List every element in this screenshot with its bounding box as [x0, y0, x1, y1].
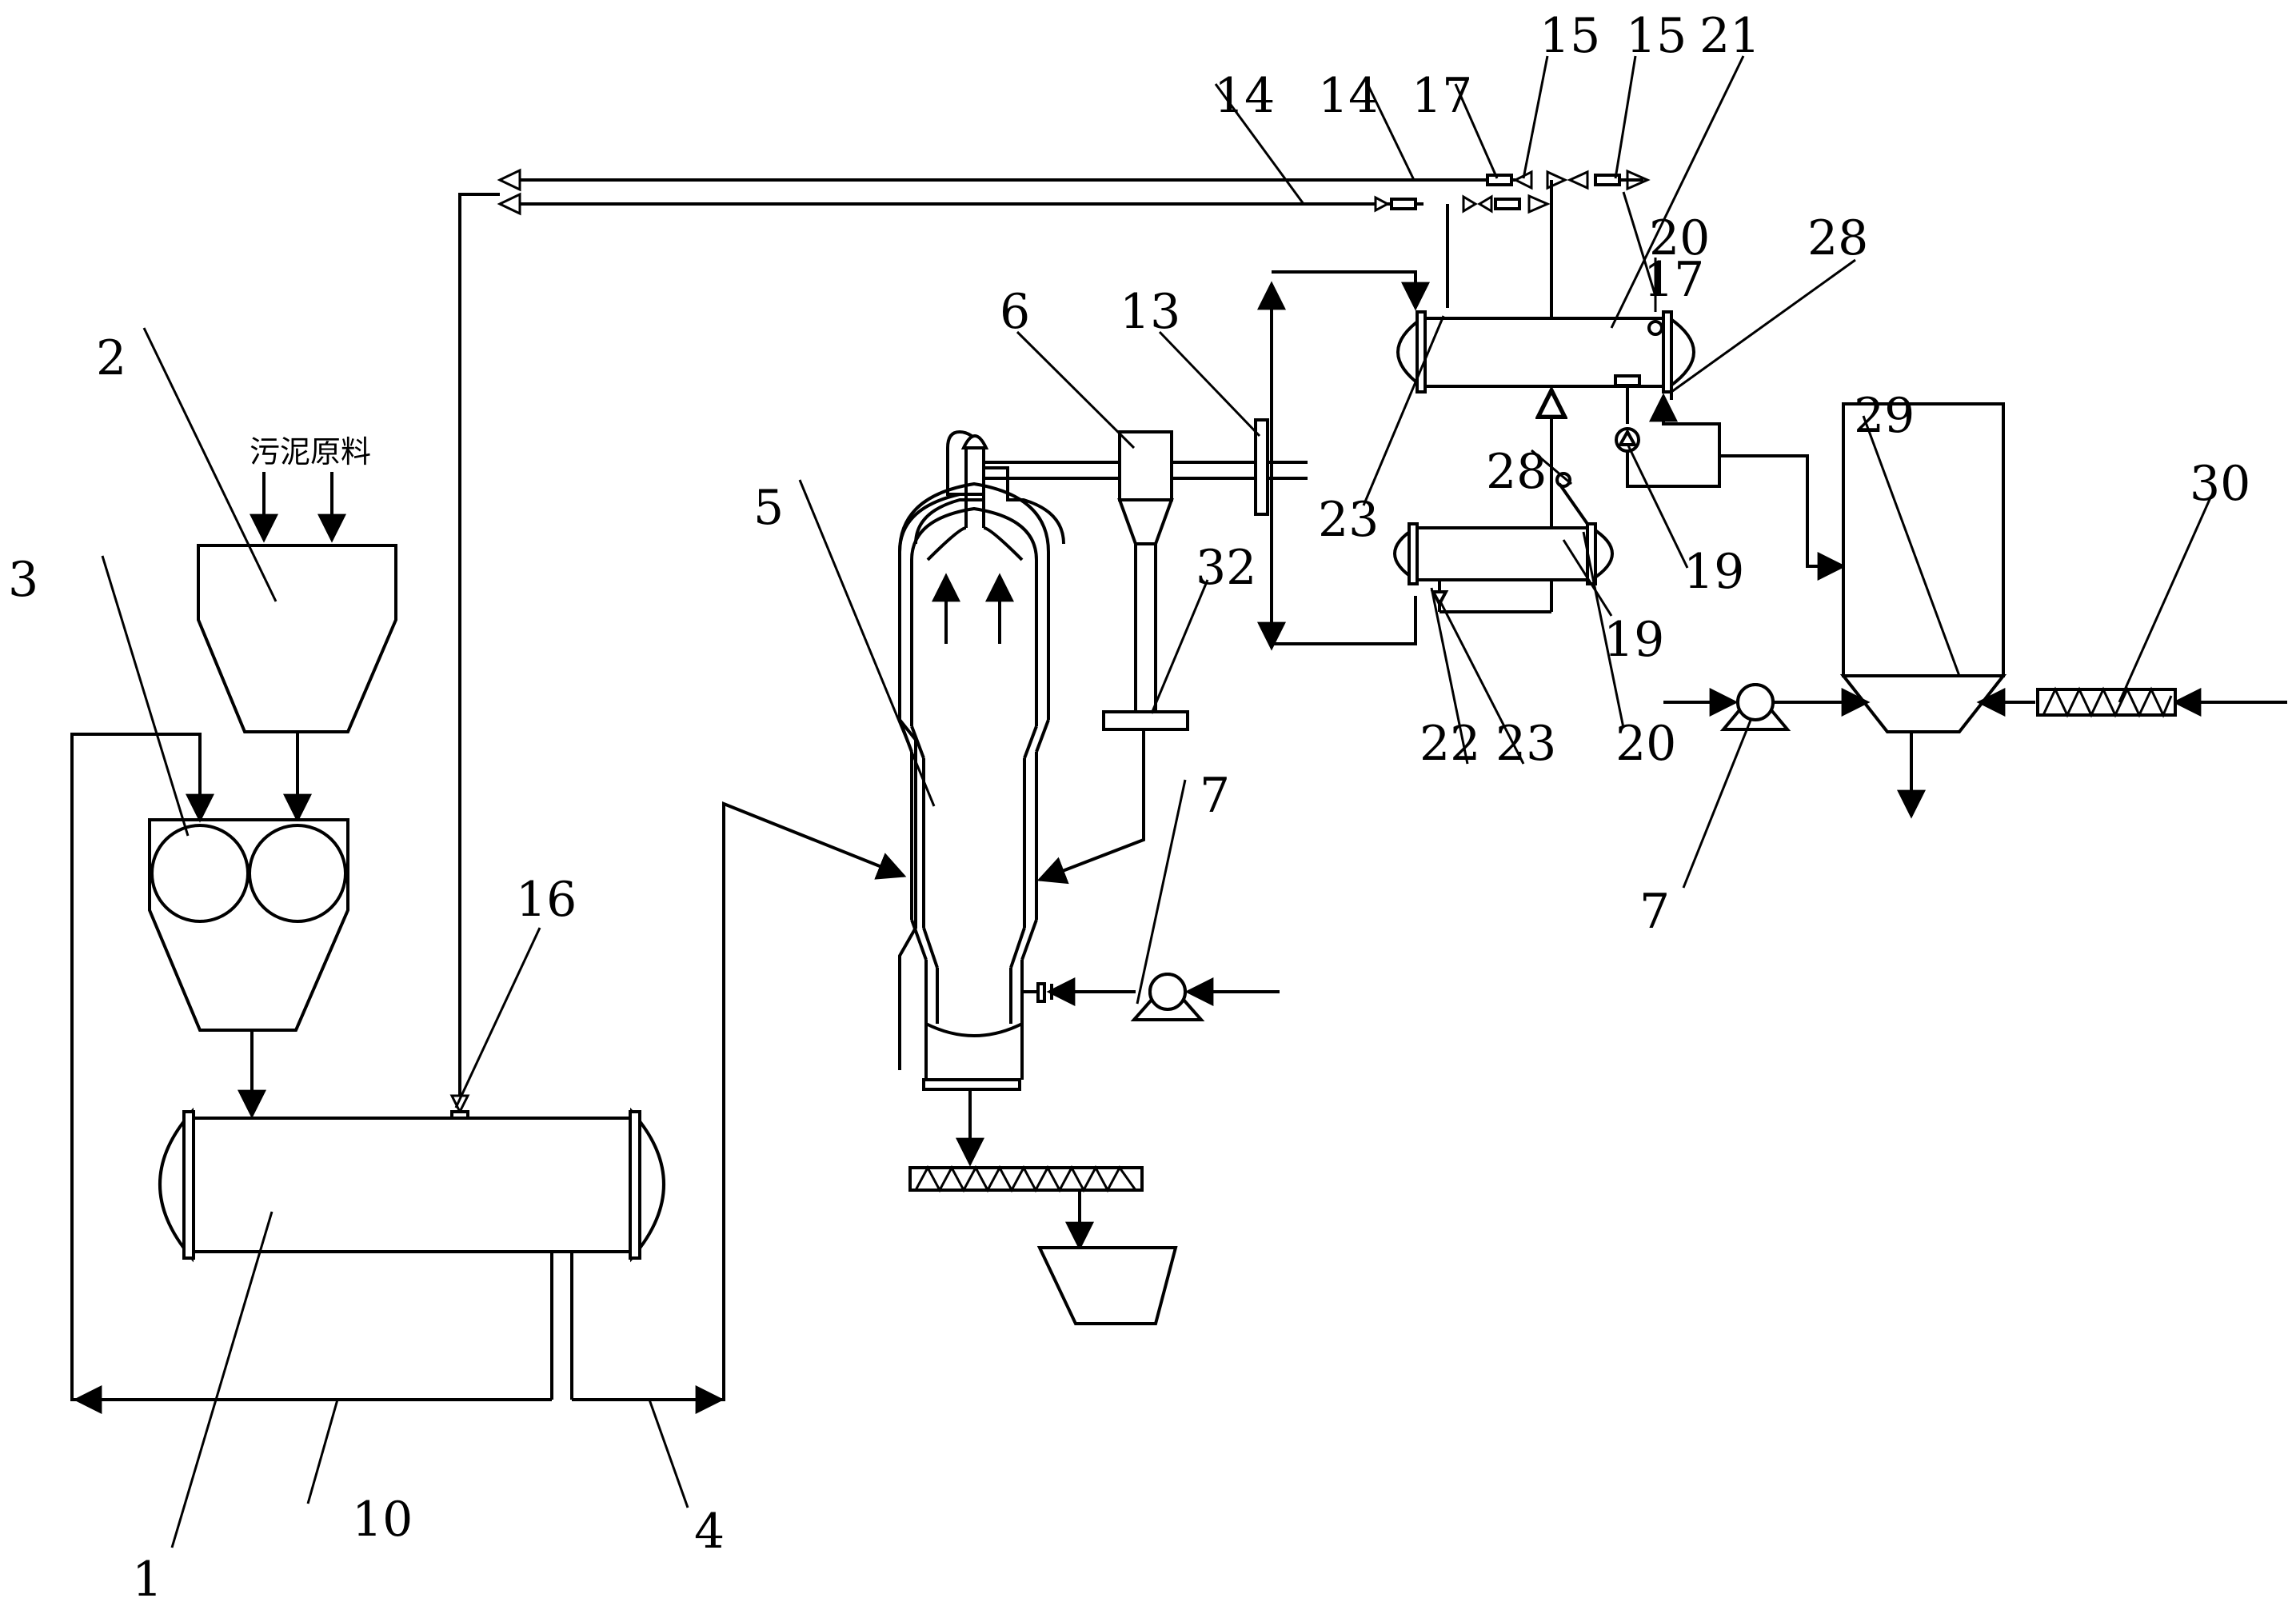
condensing-line-13 [1257, 270, 1430, 651]
pump-7-left [1130, 973, 1280, 1021]
feed-caption: 污泥原料 [250, 434, 371, 469]
label-28a: 28 [1807, 210, 1868, 266]
label-13: 13 [1120, 284, 1180, 340]
label-5: 5 [753, 480, 784, 536]
roller-mixer-3 [148, 818, 349, 1119]
label-29: 29 [1854, 388, 1915, 444]
reference-numbers: 1 2 3 4 5 6 7 7 10 13 14 14 15 15 16 17 … [8, 8, 2250, 1606]
feed-hopper-2 [197, 472, 397, 823]
label-14b: 14 [1318, 68, 1379, 124]
label-19a: 19 [1683, 544, 1744, 600]
tower-29 [1663, 402, 2287, 819]
label-1: 1 [132, 1552, 162, 1606]
label-23b: 23 [1495, 716, 1556, 772]
label-17a: 17 [1412, 68, 1472, 124]
label-7b: 7 [1639, 884, 1670, 940]
label-6: 6 [1000, 284, 1030, 340]
label-3: 3 [8, 552, 38, 608]
pump-7-right [1719, 683, 1791, 731]
line-4 [572, 801, 907, 1401]
label-10: 10 [352, 1492, 413, 1548]
label-28b: 28 [1486, 444, 1547, 500]
cyclone-6 [984, 418, 1308, 885]
leader-lines [101, 55, 2213, 1548]
label-14a: 14 [1214, 68, 1275, 124]
label-21: 21 [1699, 8, 1760, 64]
gas-header-14 [449, 168, 1651, 1120]
screw-conveyor-bottom [908, 1165, 1178, 1325]
label-19b: 19 [1603, 612, 1664, 668]
label-7a: 7 [1200, 768, 1230, 824]
label-23a: 23 [1318, 492, 1379, 548]
label-4: 4 [694, 1504, 725, 1560]
screw-conveyor-30 [2036, 686, 2177, 718]
label-22: 22 [1420, 716, 1480, 772]
label-17b: 17 [1643, 252, 1704, 308]
gasifier-5 [898, 429, 1136, 1167]
label-20a: 20 [1649, 210, 1710, 266]
condenser-22 [1393, 472, 1614, 613]
condenser-21 [1396, 310, 1847, 581]
label-32: 32 [1196, 540, 1256, 596]
dryer-1 [158, 1107, 665, 1400]
label-16: 16 [516, 872, 577, 928]
label-15a: 15 [1539, 8, 1600, 64]
label-15b: 15 [1626, 8, 1687, 64]
label-30: 30 [2190, 456, 2250, 512]
label-20b: 20 [1615, 716, 1676, 772]
label-2: 2 [96, 330, 126, 386]
